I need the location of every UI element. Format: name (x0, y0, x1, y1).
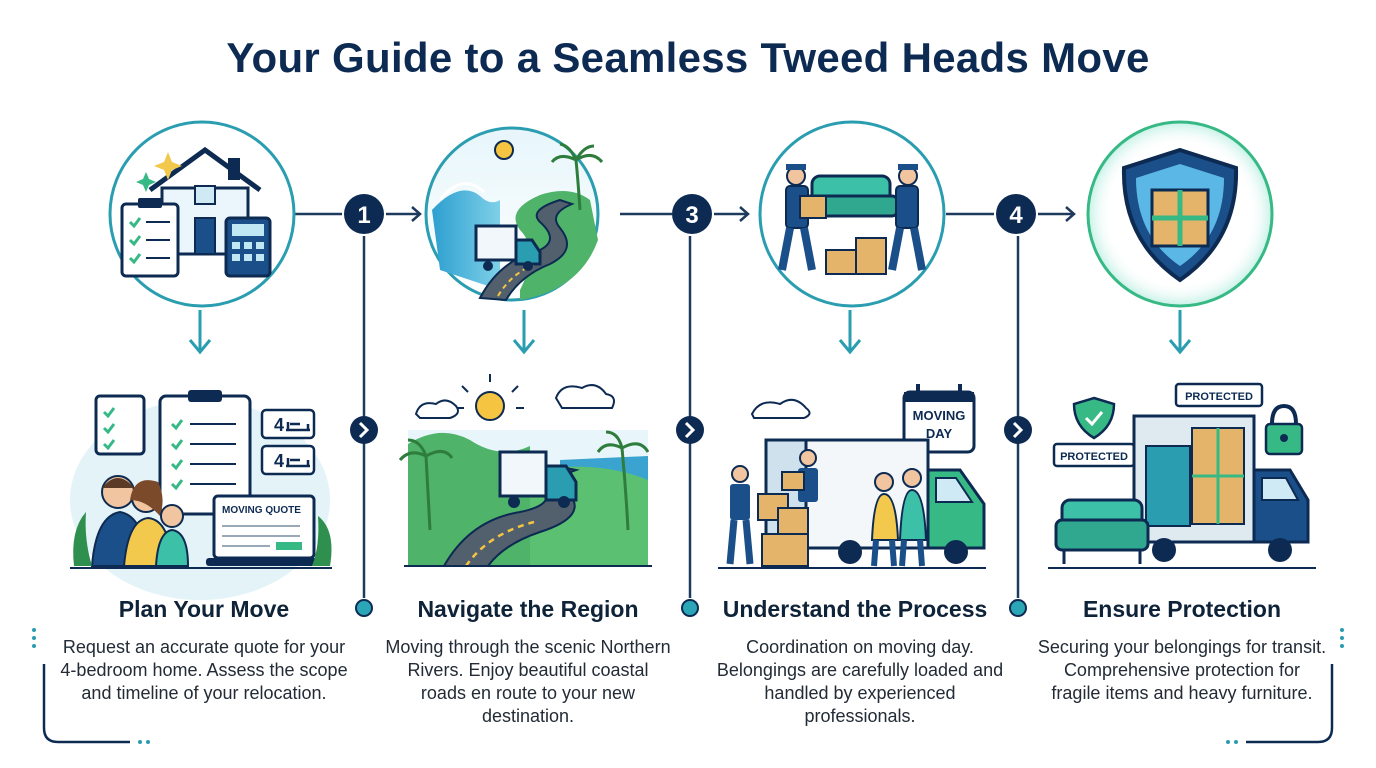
family-icon (90, 475, 190, 567)
mover-icon (781, 449, 818, 502)
mover-right (888, 164, 926, 271)
family-quote-scene: 4 4 MOVING QUOTE (70, 390, 332, 600)
step-2-title: Navigate the Region (417, 596, 639, 622)
protected-label-2: PROTECTED (1060, 451, 1128, 463)
step-number-1: 1 (344, 194, 384, 234)
truck-icon (498, 450, 578, 508)
chevron-right-icon (350, 416, 378, 444)
bed-count-2: 4 (274, 451, 284, 471)
chevron-right-icon (676, 416, 704, 444)
bed-count-badge-2: 4 (260, 444, 316, 476)
protected-badge-left: PROTECTED (1052, 442, 1136, 468)
protection-scene: PROTECTED PROTECTED (1048, 382, 1316, 569)
step-number-1-label: 1 (357, 202, 370, 229)
coastal-road-icon (424, 126, 604, 302)
step-4-description: Securing your belongings for transit. Co… (1037, 637, 1327, 703)
moving-day-line1: MOVING (913, 408, 966, 423)
protected-badge-top: PROTECTED (1174, 382, 1264, 408)
timeline-end-dots (355, 599, 1027, 617)
truck-icon (1132, 414, 1310, 562)
lock-icon (1264, 403, 1304, 456)
step-1-title: Plan Your Move (118, 596, 290, 622)
bed-count-1: 4 (274, 415, 284, 435)
down-arrow-icons (188, 310, 1192, 355)
step-1-description: Request an accurate quote for your 4-bed… (60, 637, 348, 703)
chevron-right-icon (1004, 416, 1032, 444)
protected-label-1: PROTECTED (1185, 391, 1253, 403)
step-3-title: Understand the Process (722, 596, 988, 622)
moving-day-line2: DAY (926, 426, 953, 441)
bed-count-badge-1: 4 (260, 408, 316, 440)
sofa-icon (1054, 498, 1150, 564)
step-2-description: Moving through the scenic Northern River… (385, 637, 671, 726)
page-title: Your Guide to a Seamless Tweed Heads Mov… (226, 34, 1150, 81)
step-3-description: Coordination on moving day. Belongings a… (716, 637, 1004, 726)
shield-icon (1086, 120, 1274, 308)
decorative-dots (32, 628, 1344, 744)
calendar-icon: MOVING DAY (902, 384, 976, 454)
scenic-road-scene (398, 374, 652, 567)
check-shield-icon (1072, 396, 1116, 440)
mover-icon (726, 465, 754, 565)
decorative-frame (42, 664, 1334, 744)
house-clipboard-icon (108, 120, 296, 308)
laptop-icon: MOVING QUOTE (206, 494, 322, 566)
mover-left (778, 164, 827, 271)
step-number-4: 4 (996, 194, 1036, 234)
step-4-title: Ensure Protection (1082, 596, 1282, 622)
movers-couch-icon (758, 120, 946, 308)
step-number-4-label: 4 (1009, 202, 1023, 229)
moving-quote-label: MOVING QUOTE (222, 505, 301, 516)
moving-day-scene: MOVING DAY (718, 384, 986, 569)
step-number-3: 3 (672, 194, 712, 234)
truck-icon (474, 224, 542, 271)
step-number-3-label: 3 (685, 202, 698, 229)
client-icons (870, 468, 928, 567)
